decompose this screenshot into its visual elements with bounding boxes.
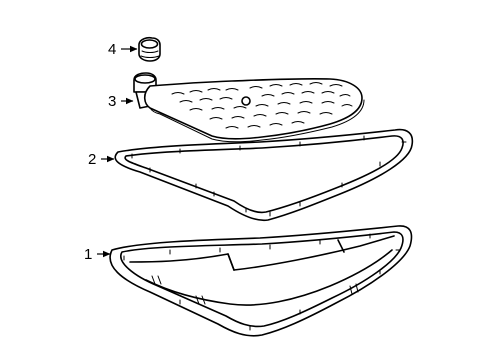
callout-3[interactable]: 3 [108,93,134,110]
callout-4-number: 4 [108,41,116,58]
callout-1[interactable]: 1 [84,246,111,263]
filter-part [133,72,365,143]
callout-2-number: 2 [88,151,96,168]
callout-3-number: 3 [108,93,116,110]
gasket-part [114,128,414,222]
oil-pan-part [109,225,413,337]
callout-2[interactable]: 2 [88,151,115,168]
callout-4[interactable]: 4 [108,41,138,58]
seal-part [138,36,161,62]
callout-1-number: 1 [84,246,92,263]
